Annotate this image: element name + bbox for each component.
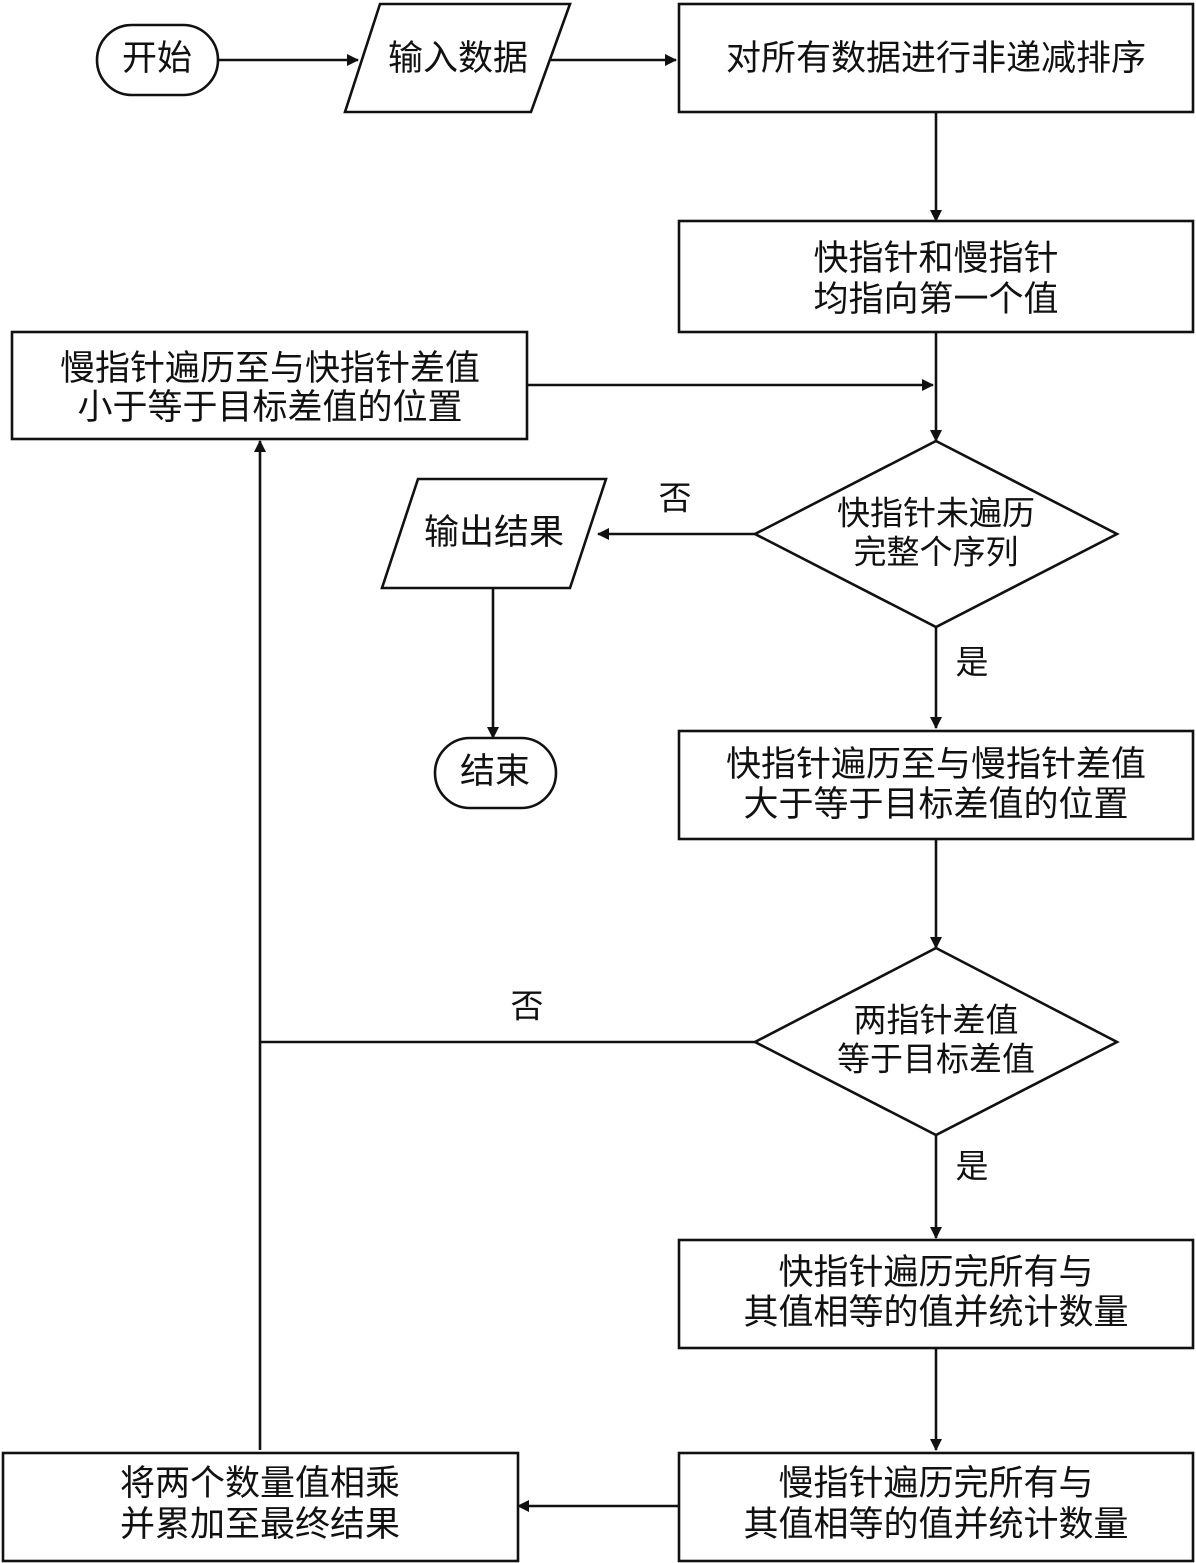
sort-label: 对所有数据进行非递减排序 bbox=[726, 39, 1146, 79]
diff-check-label-line-2: 等于目标差值 bbox=[837, 1040, 1035, 1079]
fast-move-label-line-2: 大于等于目标差值的位置 bbox=[743, 785, 1128, 825]
start-label: 开始 bbox=[122, 39, 192, 79]
slow-count-label-line-1: 慢指针遍历完所有与 bbox=[778, 1464, 1093, 1504]
accumulate-label-line-1: 将两个数量值相乘 bbox=[120, 1464, 400, 1504]
fast-move-label-line-1: 快指针遍历至与慢指针差值 bbox=[726, 745, 1146, 785]
slow-count-label-line-2: 其值相等的值并统计数量 bbox=[743, 1505, 1128, 1545]
fast-check-no-label: 否 bbox=[659, 479, 692, 518]
end-label: 结束 bbox=[460, 752, 530, 792]
init-node bbox=[677, 219, 1195, 334]
slow-to-fast-node bbox=[10, 330, 529, 441]
slow-to-fast-label-line-2: 小于等于目标差值的位置 bbox=[77, 388, 462, 428]
input-node bbox=[343, 2, 572, 114]
fast-check-decision bbox=[752, 439, 1120, 629]
slow-to-fast-label-line-1: 慢指针遍历至与快指针差值 bbox=[60, 349, 480, 389]
input-label: 输入数据 bbox=[388, 39, 528, 79]
diff-check-label-line-1: 两指针差值 bbox=[854, 1001, 1019, 1040]
fast-count-node bbox=[677, 1238, 1195, 1350]
diff-check-yes-label: 是 bbox=[956, 1147, 989, 1186]
slow-count-node bbox=[677, 1451, 1195, 1563]
output-node bbox=[380, 477, 608, 590]
fast-count-label-line-1: 快指针遍历完所有与 bbox=[778, 1253, 1093, 1293]
diff-check-decision bbox=[752, 946, 1120, 1137]
init-label-line-1: 快指针和慢指针 bbox=[813, 239, 1058, 279]
fast-move-node bbox=[677, 729, 1195, 841]
output-label: 输出结果 bbox=[424, 513, 564, 553]
accumulate-node bbox=[1, 1451, 520, 1563]
start-node bbox=[95, 23, 220, 97]
fast-count-label-line-2: 其值相等的值并统计数量 bbox=[743, 1293, 1128, 1333]
fast-check-yes-label: 是 bbox=[956, 643, 989, 682]
end-node bbox=[433, 736, 558, 810]
init-label-line-2: 均指向第一个值 bbox=[813, 280, 1058, 320]
fast-check-label-line-2: 完整个序列 bbox=[854, 533, 1019, 572]
sort-node bbox=[677, 2, 1195, 114]
diff-check-no-label: 否 bbox=[511, 987, 544, 1026]
accumulate-label-line-2: 并累加至最终结果 bbox=[120, 1505, 400, 1545]
fast-check-label-line-1: 快指针未遍历 bbox=[837, 494, 1035, 533]
